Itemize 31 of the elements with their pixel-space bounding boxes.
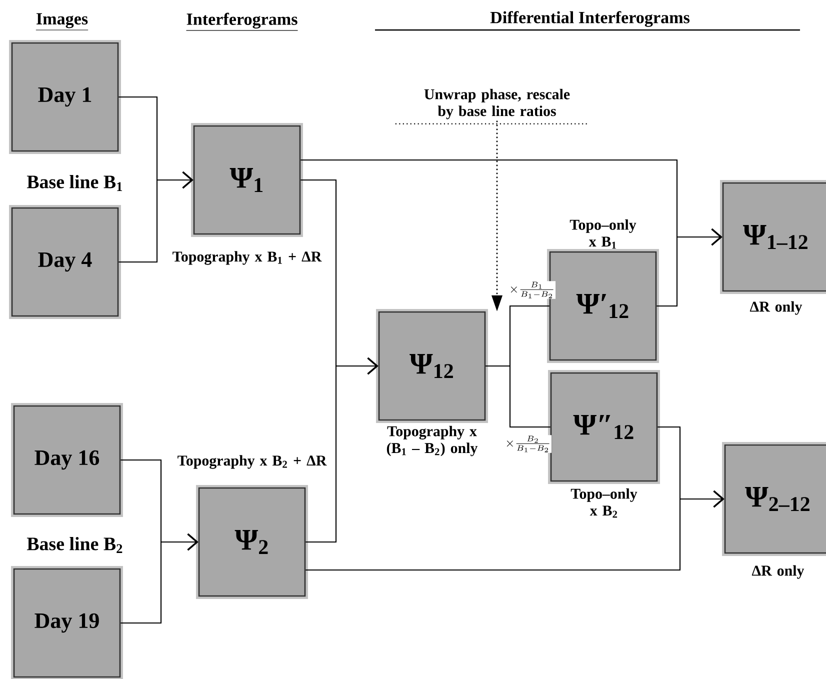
arrow <box>120 533 198 624</box>
baseline-label: Base line B$_{1}$ <box>26 175 122 191</box>
column-heading: Images <box>36 13 88 30</box>
annotation-text: Unwrap phase, rescale by base line ratios <box>395 88 589 124</box>
box-caption: Topo–only x B$_{1}$ <box>570 219 636 249</box>
image-box: Day 19 <box>11 566 123 679</box>
image-box: Ψ$_{1–12}$ <box>720 180 826 294</box>
image-box: Ψ$_{1}$ <box>191 123 303 237</box>
baseline-label: Base line B$_{2}$ <box>26 537 122 553</box>
arrow <box>118 171 194 263</box>
arrow <box>656 228 722 307</box>
connector-line <box>486 365 550 428</box>
image-box: Ψ$_{2–12}$ <box>722 442 826 556</box>
column-heading: Differential Interferograms <box>375 11 800 31</box>
box-caption: ΔR only <box>752 565 804 579</box>
edge-label: $\times\frac{B_2}{B_1-B_2}$ <box>504 435 552 453</box>
image-box: Day 16 <box>11 403 123 517</box>
image-box: Ψ$_{2}$ <box>196 485 308 599</box>
box-caption: Topography x B$_{2}$ + ΔR <box>178 455 327 469</box>
image-box: Ψ″$_{12}$ <box>548 370 660 484</box>
box-caption: Topography x (B$_{1}$ – B$_{2}$) only <box>386 426 478 456</box>
column-heading: Interferograms <box>186 12 298 31</box>
image-box: Day 1 <box>9 40 121 154</box>
image-box: Ψ$_{12}$ <box>376 309 488 423</box>
box-caption: Topo–only x B$_{2}$ <box>570 488 638 518</box>
edge-label: $\times\frac{B_1}{B_1-B_2}$ <box>508 281 556 299</box>
box-caption: ΔR only <box>750 301 802 315</box>
image-box: Day 4 <box>9 205 121 319</box>
arrow <box>306 490 724 571</box>
arrow <box>306 357 378 543</box>
box-caption: Topography x B$_{1}$ + ΔR <box>172 251 322 265</box>
